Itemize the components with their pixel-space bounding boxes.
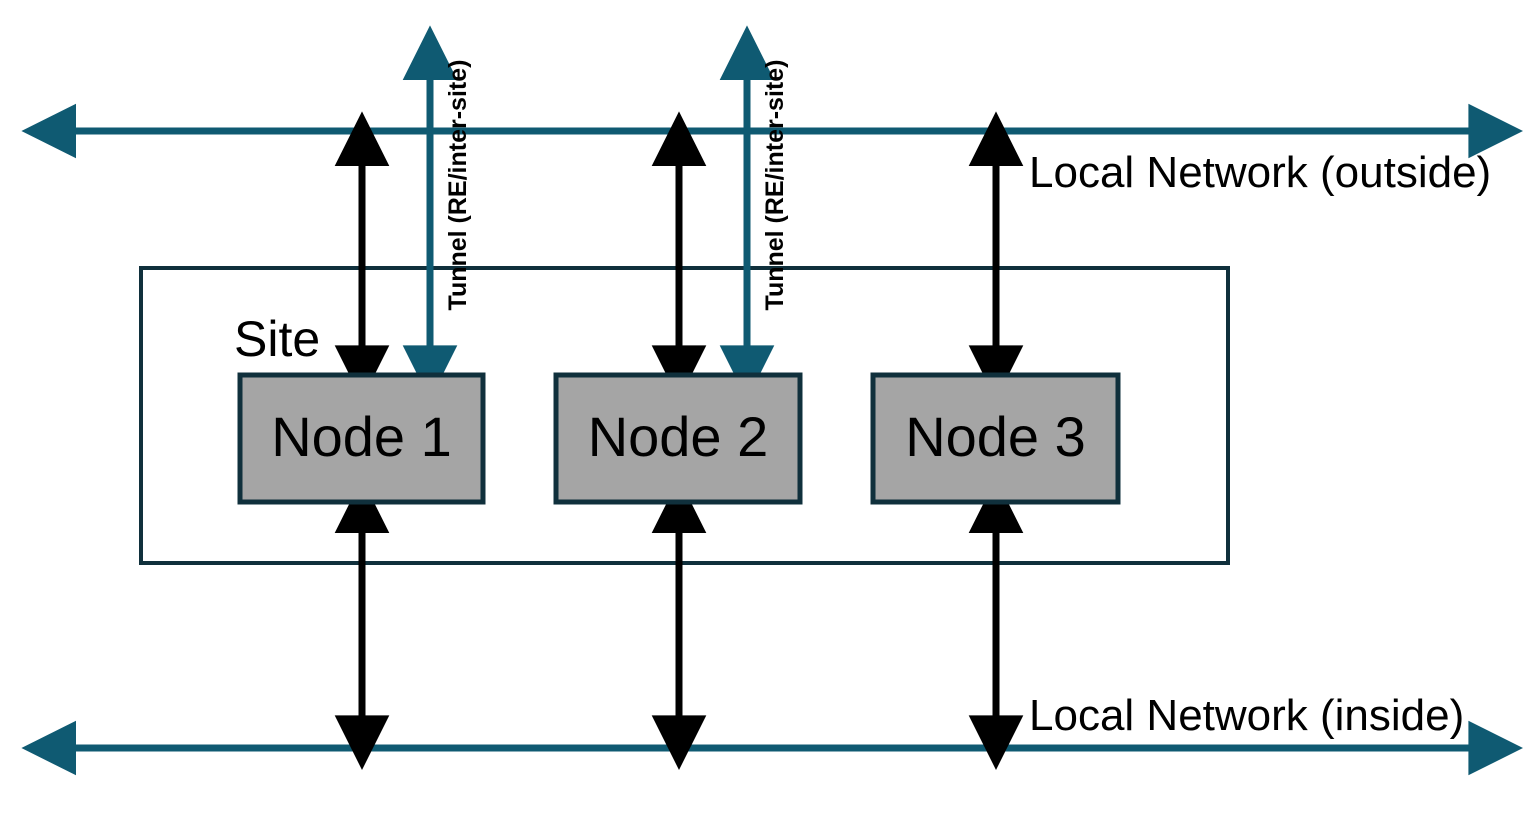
local-network-inside-label: Local Network (inside) xyxy=(1029,691,1464,740)
node-2-label: Node 2 xyxy=(588,405,769,468)
tunnel-label-2: Tunnel (RE/inter-site) xyxy=(761,60,789,311)
node-2-rect[interactable] xyxy=(553,372,803,505)
node-3-rect[interactable] xyxy=(870,372,1121,505)
local-network-outside-label: Local Network (outside) xyxy=(1029,148,1491,197)
tunnel-label-1: Tunnel (RE/inter-site) xyxy=(444,60,472,311)
node-box-1[interactable]: Node 1 xyxy=(237,372,486,505)
site-label: Site xyxy=(234,311,320,367)
node-1-rect[interactable] xyxy=(237,372,486,505)
node-3-label: Node 3 xyxy=(905,405,1086,468)
node-box-2[interactable]: Node 2 xyxy=(553,372,803,505)
node-box-3[interactable]: Node 3 xyxy=(870,372,1121,505)
node-1-label: Node 1 xyxy=(271,405,452,468)
